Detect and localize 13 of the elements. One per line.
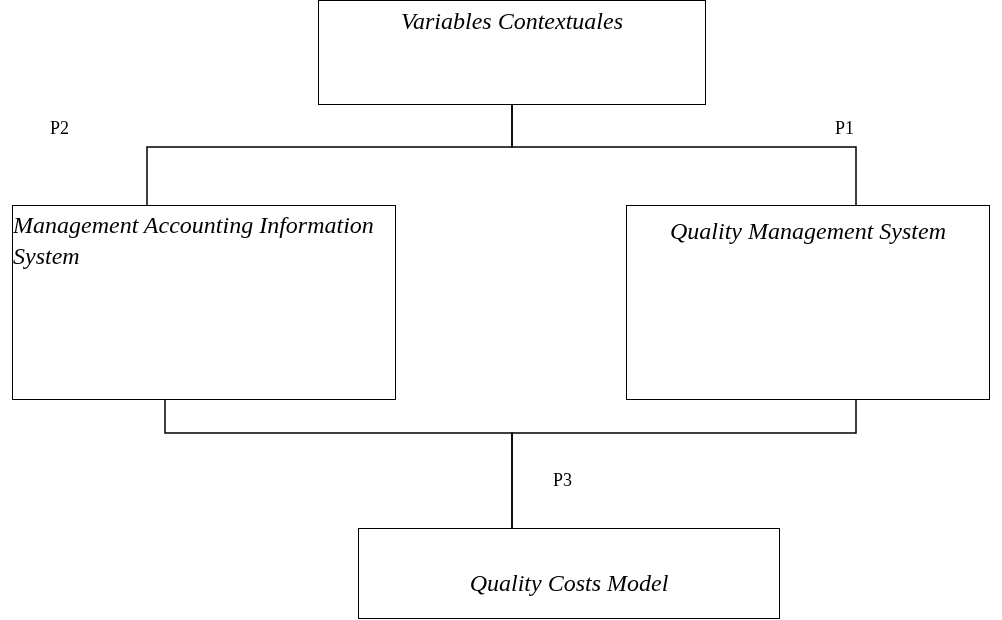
box-label: Quality Management System	[669, 217, 947, 246]
text-box	[358, 528, 780, 619]
path-label: P3	[553, 470, 572, 491]
box-label: Management Accounting Information System	[13, 211, 375, 272]
box-label: Quality Costs Model	[468, 569, 670, 598]
text-box	[12, 205, 396, 400]
box-label: Variables Contextuales	[400, 7, 624, 36]
text-box	[318, 0, 706, 105]
path-label: P1	[835, 118, 854, 139]
connector-line	[511, 399, 857, 529]
text-box	[626, 205, 990, 400]
connector-line	[511, 104, 857, 206]
path-label: P2	[50, 118, 69, 139]
